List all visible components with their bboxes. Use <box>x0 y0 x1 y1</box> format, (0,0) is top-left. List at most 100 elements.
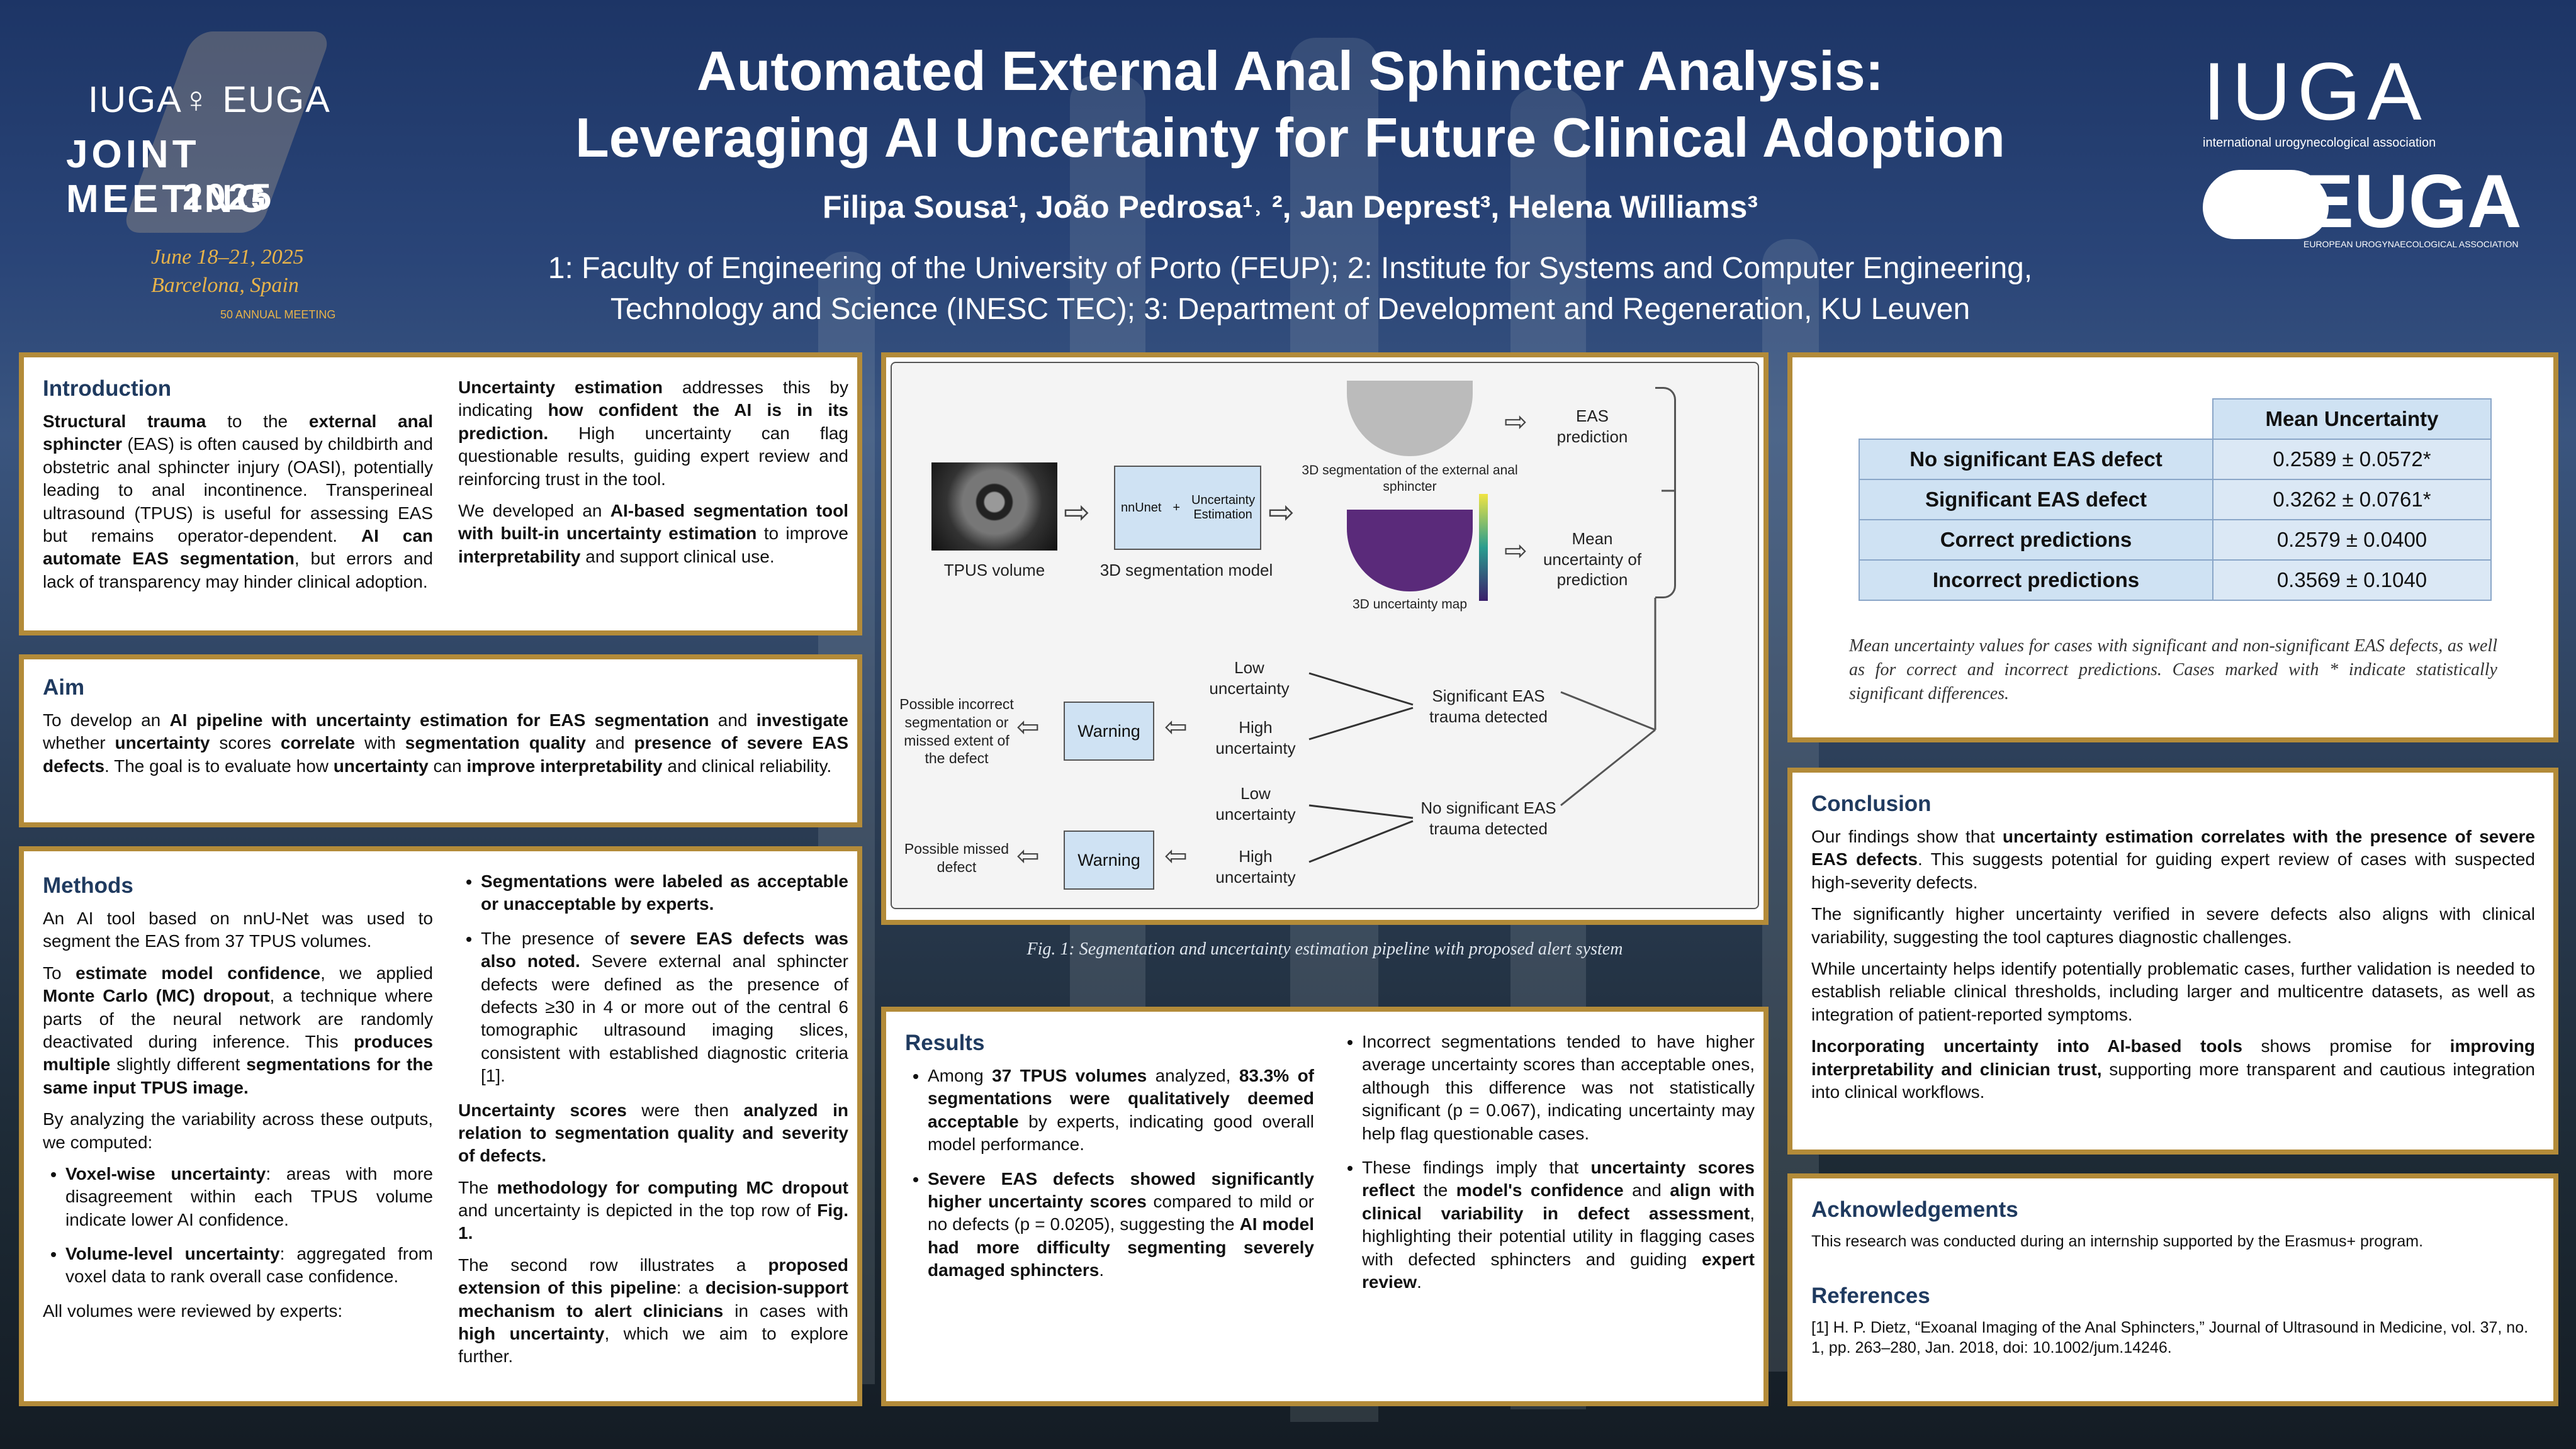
low-uncertainty-label-2: Low uncertainty <box>1215 784 1296 824</box>
low-uncertainty-label-1: Low uncertainty <box>1209 658 1290 698</box>
iuga-logo-sub: international urogynecological associati… <box>2203 136 2436 150</box>
euga-logo-sub: EUROPEAN UROGYNAECOLOGICAL ASSOCIATION <box>2303 239 2519 249</box>
results-list-1: Among 37 TPUS volumes analyzed, 83.3% of… <box>905 1065 1314 1282</box>
arrow-icon: ⇦ <box>1016 712 1040 742</box>
methods-paragraph-4: All volumes were reviewed by experts: <box>43 1301 343 1321</box>
reference-1: [1] H. P. Dietz, “Exoanal Imaging of the… <box>1811 1318 2529 1357</box>
conclusion-title: Conclusion <box>1811 792 1932 816</box>
logo-iuga-euga: IUGA international urogynecological asso… <box>2203 50 2530 258</box>
tpus-label: TPUS volume <box>943 561 1045 579</box>
model-label: 3D segmentation model <box>1100 561 1273 579</box>
logo-annual: 50 ANNUAL MEETING <box>220 308 336 321</box>
authors: Filipa Sousa¹, João Pedrosa¹˒ ², Jan Dep… <box>822 189 1758 225</box>
table-panel: Mean Uncertainty No significant EAS defe… <box>1787 352 2558 742</box>
methods-title: Methods <box>43 873 133 898</box>
methods-panel: Methods An AI tool based on nnU-Net was … <box>19 846 862 1406</box>
figure-panel: TPUS volume ⇨ nnUnet + Uncertainty Estim… <box>881 352 1769 925</box>
conclusion-paragraph-4: Incorporating uncertainty into AI-based … <box>1811 1036 2536 1102</box>
expert-review-list: Segmentations were labeled as acceptable… <box>458 870 848 1088</box>
list-item: Incorrect segmentations tended to have h… <box>1362 1031 1755 1145</box>
euga-logo-text: EUGA <box>2303 159 2522 243</box>
arrow-icon: ⇨ <box>1504 406 1527 437</box>
possible-missed-label: Possible missed defect <box>904 841 1010 875</box>
affil-line1: 1: Faculty of Engineering of the Univers… <box>548 252 2033 285</box>
table-row: No significant EAS defect 0.2589 ± 0.057… <box>1859 439 2492 480</box>
introduction-title: Introduction <box>43 376 172 401</box>
row-value: 0.2589 ± 0.0572* <box>2212 439 2492 480</box>
logo-dates: June 18–21, 2025 <box>151 245 304 269</box>
possible-incorrect-label: Possible incorrect segmentation or misse… <box>899 696 1014 767</box>
plus-label: + <box>1173 500 1181 515</box>
methods-paragraph-1: An AI tool based on nnU-Net was used to … <box>43 909 433 951</box>
iuga-logo-text: IUGA <box>2203 45 2428 137</box>
list-item: The presence of severe EAS defects was a… <box>481 927 848 1088</box>
aim-panel: Aim To develop an AI pipeline with uncer… <box>19 654 862 827</box>
arrow-icon: ⇨ <box>1268 495 1295 530</box>
colorbar <box>1479 494 1488 601</box>
table-row: Significant EAS defect 0.3262 ± 0.0761* <box>1859 479 2492 520</box>
warning-box-1: Warning <box>1064 702 1154 761</box>
logo-line2: 2025 <box>183 177 274 218</box>
segmentation-model-box: nnUnet + Uncertainty Estimation <box>1114 466 1261 550</box>
conclusion-paragraph-3: While uncertainty helps identify potenti… <box>1811 958 2535 1024</box>
arrow-icon: ⇦ <box>1016 841 1040 871</box>
logo-orgs: IUGA♀ EUGA <box>88 79 331 120</box>
list-item: Among 37 TPUS volumes analyzed, 83.3% of… <box>928 1065 1314 1156</box>
logo-joint-meeting: IUGA♀ EUGA JOINT MEETING 2025 June 18–21… <box>38 25 415 340</box>
table-row: Incorrect predictions 0.3569 ± 0.1040 <box>1859 559 2492 601</box>
table-caption: Mean uncertainty values for cases with s… <box>1849 636 2497 703</box>
methods-paragraph-5: Uncertainty scores were then analyzed in… <box>458 1100 848 1166</box>
title-line2: Leveraging AI Uncertainty for Future Cli… <box>575 106 2005 169</box>
list-item: Segmentations were labeled as acceptable… <box>481 870 848 916</box>
tpus-image <box>931 462 1057 551</box>
table-header: Mean Uncertainty <box>2212 398 2492 440</box>
mean-uncertainty-label: Mean uncertainty of prediction <box>1543 529 1642 589</box>
table-row: Correct predictions 0.2579 ± 0.0400 <box>1859 519 2492 561</box>
intro-paragraph-3: We developed an AI-based segmentation to… <box>458 500 848 566</box>
brace-icon <box>1655 387 1676 598</box>
intro-paragraph-1: Structural trauma to the external anal s… <box>43 411 433 591</box>
figure-caption: Fig. 1: Segmentation and uncertainty est… <box>1026 939 1623 959</box>
list-item: Volume-level uncertainty: aggregated fro… <box>65 1243 433 1289</box>
aim-text: To develop an AI pipeline with uncertain… <box>43 710 848 776</box>
figure-diagram <box>891 362 1759 909</box>
conclusion-paragraph-2: The significantly higher uncertainty ver… <box>1811 904 2535 947</box>
acknowledgements-title: Acknowledgements <box>1811 1197 2018 1222</box>
methods-paragraph-3: By analyzing the variability across thes… <box>43 1109 433 1152</box>
high-uncertainty-label-1: High uncertainty <box>1215 718 1296 758</box>
acknowledgements-panel: Acknowledgements This research was condu… <box>1787 1173 2558 1406</box>
arrow-icon: ⇨ <box>1504 535 1527 566</box>
references-title: References <box>1811 1283 1930 1308</box>
significant-trauma-label: Significant EAS trauma detected <box>1429 686 1548 726</box>
affil-line2: Technology and Science (INESC TEC); 3: D… <box>610 292 1971 326</box>
warning-box-2: Warning <box>1064 831 1154 890</box>
mean-uncertainty-table: Mean Uncertainty No significant EAS defe… <box>1859 398 2492 601</box>
methods-paragraph-7: The second row illustrates a proposed ex… <box>458 1255 848 1367</box>
uncertainty-estimation-label: Uncertainty Estimation <box>1191 493 1256 522</box>
high-uncertainty-label-2: High uncertainty <box>1215 847 1296 887</box>
methods-paragraph-6: The methodology for computing MC dropout… <box>458 1177 848 1243</box>
row-value: 0.3569 ± 0.1040 <box>2212 559 2492 601</box>
row-value: 0.2579 ± 0.0400 <box>2212 519 2492 561</box>
affiliations: 1: Faculty of Engineering of the Univers… <box>441 249 2140 330</box>
results-title: Results <box>905 1031 985 1055</box>
table-row: Mean Uncertainty <box>1859 398 2492 440</box>
eas-prediction-label: EAS prediction <box>1556 406 1628 446</box>
intro-paragraph-2: Uncertainty estimation addresses this by… <box>458 378 848 489</box>
uncertainty-types-list: Voxel-wise uncertainty: areas with more … <box>43 1163 433 1289</box>
aim-title: Aim <box>43 675 85 700</box>
euga-brain-icon <box>2203 170 2329 239</box>
row-value: 0.3262 ± 0.0761* <box>2212 479 2492 520</box>
results-panel: Results Among 37 TPUS volumes analyzed, … <box>881 1007 1769 1406</box>
poster-title: Automated External Anal Sphincter Analys… <box>441 38 2140 171</box>
row-label: Significant EAS defect <box>1859 479 2213 520</box>
flow-lines <box>1308 490 1674 863</box>
arrow-icon: ⇨ <box>1064 495 1090 530</box>
title-line1: Automated External Anal Sphincter Analys… <box>697 40 1884 102</box>
conclusion-paragraph-1: Our findings show that uncertainty estim… <box>1811 827 2535 892</box>
results-list-2: Incorrect segmentations tended to have h… <box>1339 1031 1755 1294</box>
segmentation-3d-label: 3D segmentation of the external anal sph… <box>1302 463 1518 495</box>
arrow-icon: ⇦ <box>1164 712 1188 742</box>
nnunet-label: nnUnet <box>1120 500 1162 515</box>
logo-place: Barcelona, Spain <box>151 274 299 297</box>
